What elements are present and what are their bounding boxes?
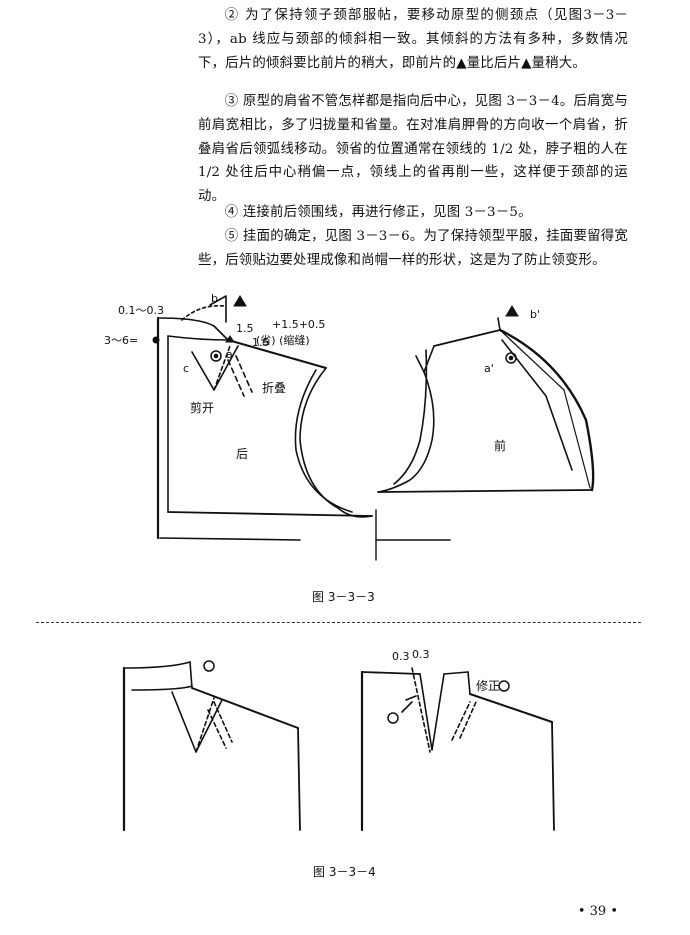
label-xiuzheng: 修正 [476, 678, 500, 693]
label-dim-36: 3～6= [104, 334, 138, 347]
fig2-corrected-drawing [360, 667, 555, 832]
front-piece-drawing [375, 317, 595, 561]
label-dim-15a: 1.5 [236, 322, 254, 335]
circle-markers [203, 350, 517, 724]
triangle-markers [152, 295, 519, 344]
label-c: c [183, 362, 189, 375]
figure-3-3-3-caption: 图 3－3－3 [312, 590, 375, 604]
label-dim-15b: 1.5 [252, 336, 270, 349]
circle-marker-fig2b [387, 712, 399, 724]
circle-marker-fig2a [203, 660, 215, 672]
point-a-marker [225, 335, 235, 343]
label-b-prime: b' [530, 308, 540, 321]
label-formula: +1.5+0.5 [272, 318, 325, 331]
label-jiankai: 剪开 [190, 400, 214, 415]
label-qian: 前 [494, 438, 506, 453]
page-number: • 39 • [577, 904, 618, 919]
label-dim-03a: 0.3 [392, 650, 410, 663]
label-b: b [211, 292, 218, 305]
fig2-back-drawing [122, 661, 301, 832]
dot-marker [152, 336, 160, 344]
label-dim-0103: 0.1～0.3 [118, 304, 164, 317]
dashed-divider [36, 622, 641, 623]
paragraph-4: ④ 连接前后领围线，再进行修正，见图 3－3－5。 [224, 205, 532, 220]
back-piece-drawing [156, 295, 373, 541]
label-dim-03b: 0.3 [412, 648, 430, 661]
circle-marker-back [210, 350, 222, 362]
label-shengsuo: (省) (缩缝) [256, 333, 310, 347]
triangle-marker-front [505, 305, 519, 317]
paragraph-2: ② 为了保持领子颈部服帖，要移动原型的侧颈点（见图3－3－3），ab 线应与颈部… [198, 8, 628, 71]
label-zhedie: 折叠 [262, 380, 286, 395]
figure-3-3-4-caption: 图 3－3－4 [313, 865, 376, 879]
triangle-marker-back [233, 295, 247, 307]
label-a: a [226, 348, 233, 361]
paragraph-5: ⑤ 挂面的确定，见图 3－3－6。为了保持领型平服，挂面要留得宽些，后领贴边要处… [198, 229, 628, 268]
label-hou: 后 [236, 447, 248, 461]
circle-marker-fig2c [498, 680, 510, 692]
label-a-prime: a' [484, 362, 494, 375]
circle-marker-front [505, 352, 517, 364]
paragraph-3: ③ 原型的肩省不管怎样都是指向后中心，见图 3－3－4。后肩宽与前肩宽相比，多了… [198, 94, 628, 205]
